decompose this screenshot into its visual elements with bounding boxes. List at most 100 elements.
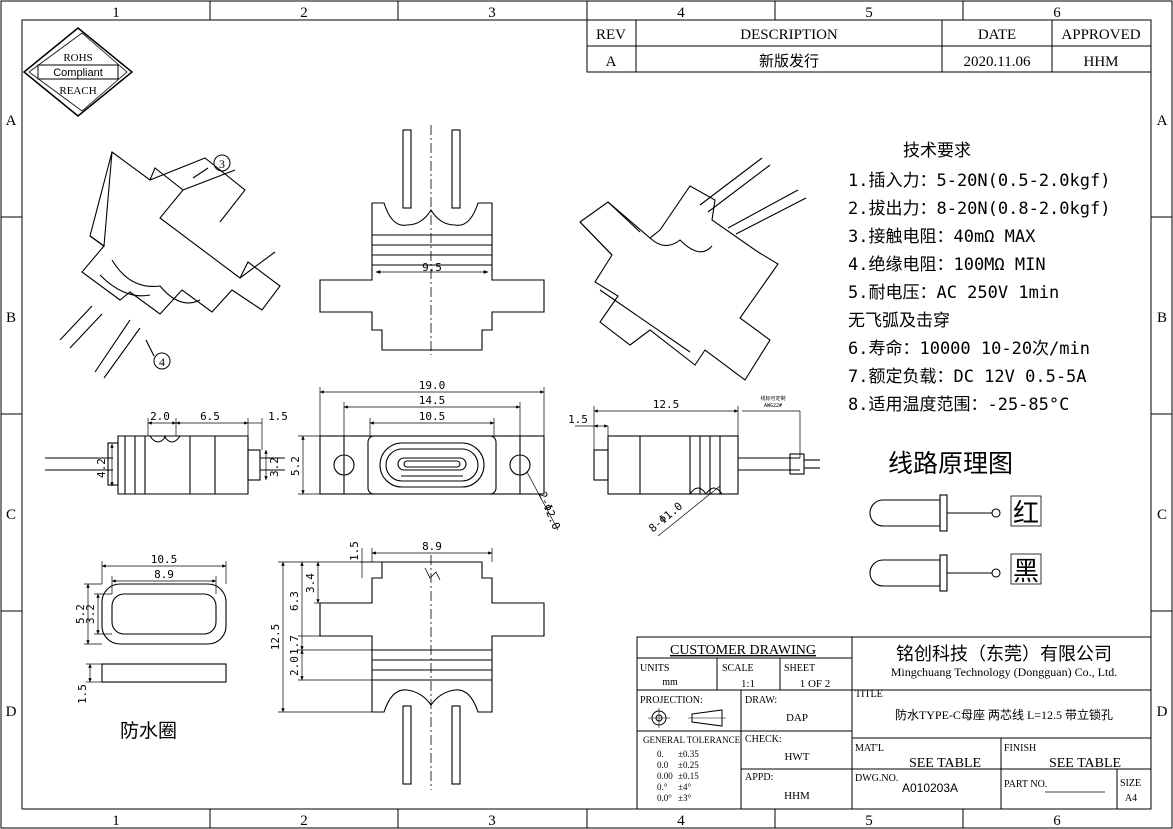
- tech-item: 5.耐电压：AC 250V 1min: [848, 283, 1059, 303]
- dim-19-0: 19.0: [419, 379, 446, 392]
- size-value: A4: [1125, 793, 1137, 804]
- title-block-text: CUSTOMER DRAWING UNITS mm SCALE 1:1 SHEE…: [640, 643, 1141, 804]
- col-label: 3: [488, 813, 496, 829]
- tol-key: 0.°: [657, 782, 668, 792]
- bottom-view: [278, 548, 545, 790]
- dim-1-5: 1.5: [76, 684, 89, 704]
- dim-5-2: 5.2: [74, 604, 87, 624]
- col-label: 5: [865, 813, 873, 829]
- callouts: 3 4: [153, 154, 231, 370]
- matl-value: SEE TABLE: [909, 756, 981, 771]
- top-view: [319, 125, 545, 355]
- dim-3-4: 3.4: [304, 573, 317, 593]
- tol-val: ±0.15: [678, 771, 699, 781]
- row-label: D: [6, 704, 17, 720]
- side-view-left: [45, 418, 285, 495]
- dim-12-5: 12.5: [653, 398, 680, 411]
- tech-item: 6.寿命：10000 10-20次/min: [848, 339, 1090, 359]
- check-label: CHECK:: [745, 734, 782, 745]
- title-block: [636, 636, 1152, 810]
- units-value: mm: [662, 677, 678, 688]
- tol-key: 0.0°: [657, 793, 672, 803]
- tech-item: 7.额定负载：DC 12V 0.5-5A: [848, 367, 1087, 387]
- bottom-view-dims: 8.9 1.5 3.4 6.3 12.5 1.7 2.0: [269, 540, 442, 676]
- dim-8-9: 8.9: [154, 568, 174, 581]
- hole-dia-dim: 2-Φ2.0: [536, 490, 563, 532]
- dim-1-7: 1.7: [288, 635, 301, 655]
- title-value: 防水TYPE-C母座 两芯线 L=12.5 带立锁孔: [895, 707, 1113, 722]
- callout-4: 4: [159, 355, 165, 369]
- dim-8-9: 8.9: [422, 540, 442, 553]
- isometric-view-left: [59, 151, 281, 379]
- revision-table: REV DESCRIPTION DATE APPROVED A 新版发行 202…: [586, 19, 1152, 73]
- finish-label: FINISH: [1004, 743, 1036, 754]
- matl-label: MAT'L: [855, 743, 884, 754]
- rev-header: REV: [596, 27, 626, 43]
- appd-value: HHM: [784, 790, 810, 802]
- dim-2-0: 2.0: [288, 656, 301, 676]
- side-view-left-dims: 2.0 6.5 1.5 4.2 3.2: [95, 410, 288, 478]
- grid-labels: 1 2 3 4 5 6 1 2 3 4 5 6 A B C D A B C D: [6, 5, 1168, 829]
- col-label: 4: [677, 5, 685, 21]
- stamp-rohs: ROHS: [63, 52, 92, 64]
- dim-3-2: 3.2: [268, 457, 281, 477]
- tech-item: 1.插入力：5-20N(0.5-2.0kgf): [848, 171, 1110, 191]
- tol-val: ±0.35: [678, 749, 699, 759]
- description-header: DESCRIPTION: [740, 27, 838, 43]
- tech-item: 4.绝缘电阻：100MΩ MIN: [848, 255, 1046, 275]
- tech-item: 3.接触电阻：40mΩ MAX: [848, 227, 1036, 247]
- dim-6-5: 6.5: [200, 410, 220, 423]
- description-value: 新版发行: [759, 53, 819, 70]
- isometric-view-right: [579, 157, 807, 381]
- dwg-label: DWG.NO.: [855, 773, 898, 784]
- callout-3: 3: [219, 157, 225, 171]
- tech-item: 2.拔出力：8-20N(0.8-2.0kgf): [848, 199, 1110, 219]
- dim-4-2: 4.2: [95, 458, 108, 478]
- check-value: HWT: [784, 751, 809, 763]
- scale-value: 1:1: [741, 678, 755, 690]
- part-label: PART NO.: [1004, 779, 1047, 790]
- row-label: C: [1157, 507, 1167, 523]
- date-value: 2020.11.06: [964, 54, 1031, 70]
- rev-value: A: [606, 54, 617, 70]
- tol-key: 0.0: [657, 760, 669, 770]
- dim-14-5: 14.5: [419, 394, 446, 407]
- dim-10-5: 10.5: [151, 553, 178, 566]
- customer-drawing-label: CUSTOMER DRAWING: [670, 643, 816, 658]
- dim-5-2: 5.2: [289, 456, 302, 476]
- tol-val: ±0.25: [678, 760, 699, 770]
- stamp-reach: REACH: [59, 85, 96, 97]
- col-label: 1: [112, 813, 120, 829]
- approved-header: APPROVED: [1061, 27, 1140, 43]
- tol-key: 0.: [657, 749, 664, 759]
- side-view-right-dims: 12.5 1.5 线标可定制 AWG22# 8-Φ1.0: [568, 395, 785, 535]
- col-label: 3: [488, 5, 496, 21]
- sheet-label: SHEET: [784, 663, 815, 674]
- row-label: B: [1157, 310, 1167, 326]
- stamp-compliant: Compliant: [53, 67, 103, 79]
- company-name-cn: 铭创科技（东莞）有限公司: [896, 644, 1112, 664]
- dwg-value: A010203A: [902, 781, 958, 795]
- tech-item: 无飞弧及击穿: [848, 311, 950, 331]
- dim-6-3: 6.3: [288, 591, 301, 611]
- title-label: TITLE: [855, 689, 883, 700]
- col-label: 2: [300, 5, 308, 21]
- dim-1-5: 1.5: [568, 413, 588, 426]
- row-label: A: [1157, 113, 1168, 129]
- col-label: 4: [677, 813, 685, 829]
- circuit-title: 线路原理图: [888, 449, 1013, 478]
- dim-1-5: 1.5: [348, 541, 361, 561]
- tolerance-title: GENERAL TOLERANCE: [643, 735, 741, 745]
- approved-value: HHM: [1083, 54, 1118, 70]
- tech-title: 技术要求: [903, 141, 971, 161]
- wire-note-2: AWG22#: [764, 403, 782, 409]
- top-width-dim: 9.5: [422, 261, 442, 274]
- tech-requirements: 技术要求 1.插入力：5-20N(0.5-2.0kgf) 2.拔出力：8-20N…: [848, 141, 1110, 415]
- col-label: 6: [1053, 813, 1061, 829]
- rohs-stamp: ROHS Compliant REACH: [22, 27, 134, 117]
- tol-val: ±3°: [678, 793, 691, 803]
- col-label: 5: [865, 5, 873, 21]
- ring-dims: 10.5 8.9 5.2 3.2 1.5: [74, 553, 177, 704]
- dim-1-5: 1.5: [268, 410, 288, 423]
